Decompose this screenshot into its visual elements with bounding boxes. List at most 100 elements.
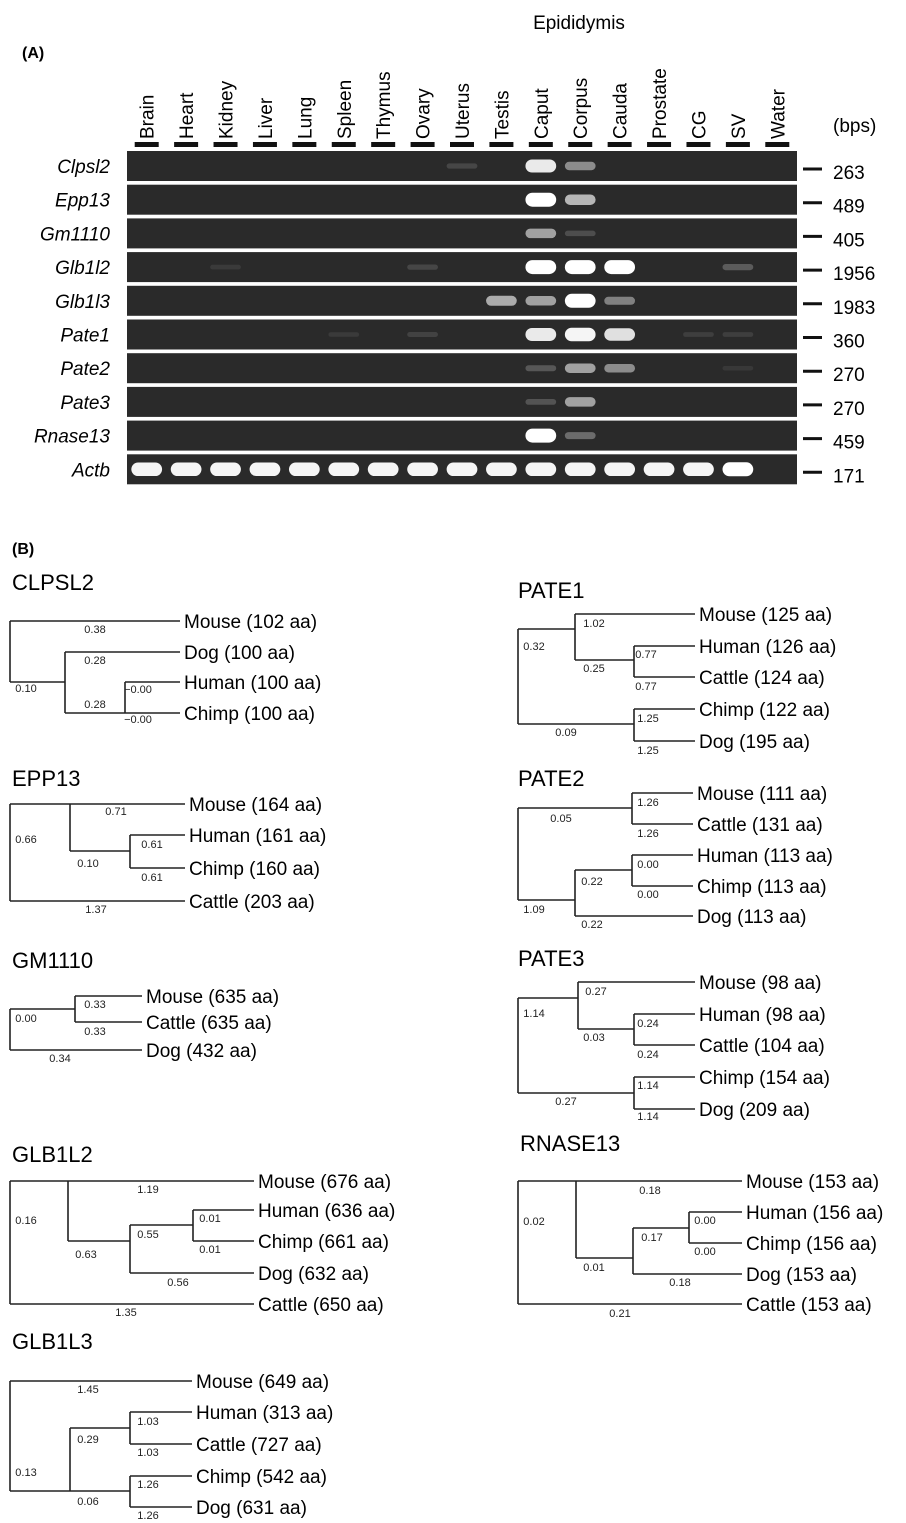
tree-title: PATE1 [518, 578, 584, 603]
lane-marker [331, 142, 356, 147]
branch-length: 0.24 [637, 1049, 658, 1061]
tree-title: PATE3 [518, 946, 584, 971]
gel-band [564, 432, 596, 440]
branch-length: 0.29 [77, 1434, 98, 1446]
gel-band [525, 192, 557, 207]
gel-band [446, 462, 478, 477]
branch-length: 1.14 [523, 1008, 544, 1020]
tree-leaf: Mouse (635 aa) [146, 987, 279, 1008]
branch-length: 0.01 [199, 1213, 220, 1225]
branch-length: 0.66 [15, 834, 36, 846]
size-label: 263 [833, 163, 865, 184]
tree-leaf: Cattle (104 aa) [699, 1036, 825, 1057]
lane-marker [292, 142, 317, 147]
branch-length: 0.32 [523, 641, 544, 653]
lane-marker [686, 142, 711, 147]
lane-label: Cauda [611, 83, 632, 139]
tree-leaf: Cattle (124 aa) [699, 668, 825, 689]
tree-title: CLPSL2 [12, 570, 94, 595]
lane-label: Brain [138, 95, 159, 139]
gene-label: Pate3 [60, 393, 110, 414]
gel-band [683, 462, 714, 477]
branch-length: 1.26 [637, 797, 658, 809]
branch-length: 0.21 [609, 1308, 630, 1320]
tree-leaf: Dog (153 aa) [746, 1265, 857, 1286]
bps-label: (bps) [833, 116, 876, 137]
branch-length: 0.06 [77, 1496, 98, 1508]
gene-label: Epp13 [55, 191, 110, 212]
lane-label: Caput [532, 88, 553, 139]
lane-label: Corpus [571, 78, 592, 139]
tree-leaf: Mouse (111 aa) [697, 784, 827, 805]
tree-leaf: Human (98 aa) [699, 1005, 826, 1026]
panel-a-label: (A) [22, 45, 44, 62]
gene-label: Pate2 [60, 359, 110, 380]
branch-length: 1.14 [637, 1111, 658, 1123]
lane-marker [252, 142, 277, 147]
lane-marker [174, 142, 199, 147]
branch-length: 0.10 [77, 858, 98, 870]
branch-length: 0.17 [641, 1232, 662, 1244]
tree-leaf: Dog (631 aa) [196, 1498, 307, 1519]
gel-row [127, 420, 797, 451]
tree-leaf: Cattle (650 aa) [258, 1295, 384, 1316]
tree-leaf: Dog (632 aa) [258, 1264, 369, 1285]
tree-title: PATE2 [518, 766, 584, 791]
branch-length: 0.22 [581, 919, 602, 931]
gel-band [604, 296, 636, 305]
tree-leaf: Cattle (727 aa) [196, 1435, 322, 1456]
gel-row [127, 285, 797, 316]
gel-band [210, 264, 241, 270]
lane-marker [134, 142, 159, 147]
gel-band [170, 462, 202, 477]
size-label: 1983 [833, 298, 875, 319]
branch-length: 1.25 [637, 713, 658, 725]
lane-label: Kidney [217, 80, 238, 139]
branch-length: 0.77 [635, 681, 656, 693]
branch-length: 0.28 [84, 699, 105, 711]
lane-marker [725, 142, 750, 147]
lane-marker [410, 142, 435, 147]
size-label: 270 [833, 365, 865, 386]
gene-label: Clpsl2 [57, 157, 110, 178]
gel-band [604, 328, 636, 341]
size-label: 360 [833, 332, 865, 353]
gel-band [288, 462, 320, 477]
lane-marker [568, 142, 593, 147]
branch-length: 0.63 [75, 1249, 96, 1261]
lane-label: Spleen [335, 80, 356, 139]
branch-length: 0.28 [84, 655, 105, 667]
branch-length: 1.02 [583, 618, 604, 630]
lane-label: Heart [177, 92, 198, 139]
tree-leaf: Chimp (122 aa) [699, 700, 830, 721]
lane-label: Liver [256, 97, 277, 139]
branch-length: 0.38 [84, 624, 105, 636]
gene-label: Rnase13 [34, 427, 110, 448]
branch-length: 0.33 [84, 999, 105, 1011]
branch-length: 0.27 [555, 1096, 576, 1108]
gel-band [564, 397, 596, 407]
tree-leaf: Dog (432 aa) [146, 1041, 257, 1062]
lane-label: Uterus [453, 83, 474, 139]
size-label: 270 [833, 399, 865, 420]
gel-row [127, 218, 797, 249]
tree-leaf: Mouse (164 aa) [189, 795, 322, 816]
epididymis-header: Epididymis [533, 13, 625, 34]
branch-length: 1.03 [137, 1447, 158, 1459]
tree-leaf: Mouse (102 aa) [184, 612, 317, 633]
tree-leaf: Cattle (635 aa) [146, 1013, 272, 1034]
tree-leaf: Mouse (125 aa) [699, 605, 832, 626]
size-label: 1956 [833, 264, 875, 285]
branch-length: 0.13 [15, 1467, 36, 1479]
branch-length: 0.10 [15, 683, 36, 695]
gel-band [564, 161, 596, 171]
gel-band [249, 462, 281, 477]
lane-marker [607, 142, 632, 147]
lane-label: CG [689, 111, 710, 140]
branch-length: 1.03 [137, 1416, 158, 1428]
gel-band [722, 264, 754, 271]
